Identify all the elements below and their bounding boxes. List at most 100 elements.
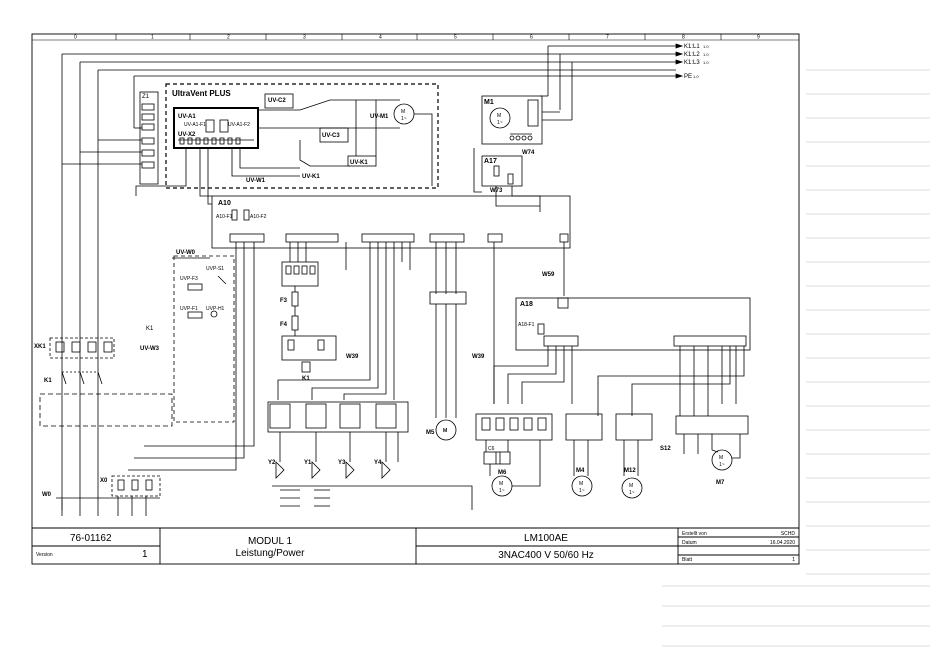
label-s12: S12 — [660, 446, 671, 452]
uv-m1-ac: 1~ — [401, 116, 407, 122]
a18-board — [515, 297, 751, 351]
grid-col-7: 7 — [606, 35, 609, 41]
m1-m: M — [497, 113, 501, 119]
label-uvp-f1: UVP-F1 — [180, 306, 198, 312]
label-y4: Y4 — [374, 460, 382, 466]
drawing-frame — [31, 33, 800, 565]
label-a18: A18 — [520, 301, 533, 308]
version-label: Version — [36, 552, 53, 558]
label-a17: A17 — [484, 158, 497, 165]
switch-legend — [272, 485, 473, 510]
label-uvp-s1: UVP-S1 — [206, 266, 224, 272]
m4-m: M — [579, 481, 583, 487]
side-ruled-lines — [662, 69, 930, 647]
grid-col-1: 1 — [151, 35, 154, 41]
label-m7: M7 — [716, 480, 725, 486]
label-z1: Z1 — [142, 94, 150, 100]
z1-block — [139, 91, 159, 185]
uv-m1-motor — [393, 103, 433, 186]
label-uv-c3: UV-C3 — [322, 133, 340, 139]
valve-symbols — [275, 461, 391, 479]
m7-ac: 1~ — [719, 462, 725, 468]
label-a18-f1: A18-F1 — [518, 322, 535, 328]
main-dashed-field — [39, 393, 173, 427]
x0-pins — [117, 479, 153, 491]
label-m12: M12 — [624, 468, 636, 474]
feed-k1-l2-ref: 1.0 — [703, 52, 709, 57]
a17-block — [481, 155, 523, 187]
m12-ac: 1~ — [629, 490, 635, 496]
label-uv-k1-a: UV-K1 — [350, 160, 368, 166]
xm6-connector — [475, 413, 553, 441]
xm7-connector — [675, 415, 749, 435]
xk1-pins — [55, 341, 113, 353]
label-w59: W59 — [542, 272, 555, 278]
version-value: 1 — [142, 549, 148, 560]
label-uv-m1: UV-M1 — [370, 114, 389, 120]
label-uv-w1: UV-W1 — [246, 178, 266, 184]
m6-ac: 1~ — [499, 488, 505, 494]
supply-bus — [61, 43, 684, 510]
a18-connectors — [537, 297, 747, 347]
label-f3: F3 — [280, 298, 288, 304]
label-y1: Y1 — [304, 460, 312, 466]
grid-col-2: 2 — [227, 35, 230, 41]
label-uv-w0: UV-W0 — [176, 250, 196, 256]
label-w74: W74 — [522, 150, 535, 156]
k1-contactor — [61, 371, 103, 385]
label-w39: W39 — [346, 354, 359, 360]
label-x0: X0 — [100, 478, 108, 484]
m7-m: M — [719, 455, 723, 461]
module-subtitle: Leistung/Power — [236, 548, 306, 559]
label-ultravent: UltraVent PLUS — [172, 89, 231, 98]
label-uv-c2: UV-C2 — [268, 98, 286, 104]
feed-k1-l3: K1:L3 — [684, 60, 700, 66]
m5-m: M — [443, 428, 447, 434]
label-m5-m: M — [443, 428, 447, 434]
label-m1: M1 — [484, 99, 494, 106]
xk-a1s-terminals — [285, 265, 316, 275]
supply-spec: 3NAC400 V 50/60 Hz — [498, 550, 594, 561]
xm4-connector — [565, 413, 603, 441]
uv-x2-terminals — [179, 137, 241, 145]
uv-relay-circuit — [231, 93, 400, 177]
grid-col-8: 8 — [682, 35, 685, 41]
created-by-value: SCHD — [781, 531, 796, 537]
m1-ac: 1~ — [497, 120, 503, 126]
grid-col-4: 4 — [379, 35, 382, 41]
ultravent-enclosure — [165, 83, 439, 189]
model-name: LM100AE — [524, 533, 568, 544]
grid-col-6: 6 — [530, 35, 533, 41]
grid-ticks — [115, 34, 722, 40]
a10-fuses — [231, 209, 250, 221]
label-uv-x2: UV-X2 — [178, 132, 196, 138]
date-label: Datum — [682, 540, 697, 546]
label-w0: W0 — [42, 492, 52, 498]
feed-k1-l3-ref: 1.0 — [703, 60, 709, 65]
a10-board — [211, 195, 571, 249]
feed-pe-ref: 1.0 — [693, 74, 699, 79]
grid-col-5: 5 — [454, 35, 457, 41]
m6-m: M — [499, 481, 503, 487]
date-value: 16.04.2020 — [770, 540, 795, 546]
label-f4: F4 — [280, 322, 288, 328]
label-y3: Y3 — [338, 460, 346, 466]
x0-connector — [111, 475, 161, 497]
drawing-number: 76-01162 — [70, 533, 112, 544]
label-uv-k1-b: UV-K1 — [302, 174, 320, 180]
label-uv-w3: UV-W3 — [140, 346, 160, 352]
grid-col-0: 0 — [74, 35, 77, 41]
xk1-connector — [49, 337, 115, 359]
label-k1: K1 — [44, 378, 52, 384]
label-m4: M4 — [576, 468, 585, 474]
label-k1-coil: K1 — [146, 326, 154, 332]
label-uv-a1-f2: UV-A1-F2 — [228, 122, 250, 128]
a18-wiring — [493, 346, 745, 416]
sheet-value: 1 — [792, 557, 795, 563]
module-name: MODUL 1 — [248, 536, 293, 547]
uvp-components — [172, 257, 227, 319]
m5-motor — [435, 304, 457, 441]
k1-relay-terminals — [287, 339, 325, 373]
feed-k1-l1: K1:L1 — [684, 44, 700, 50]
